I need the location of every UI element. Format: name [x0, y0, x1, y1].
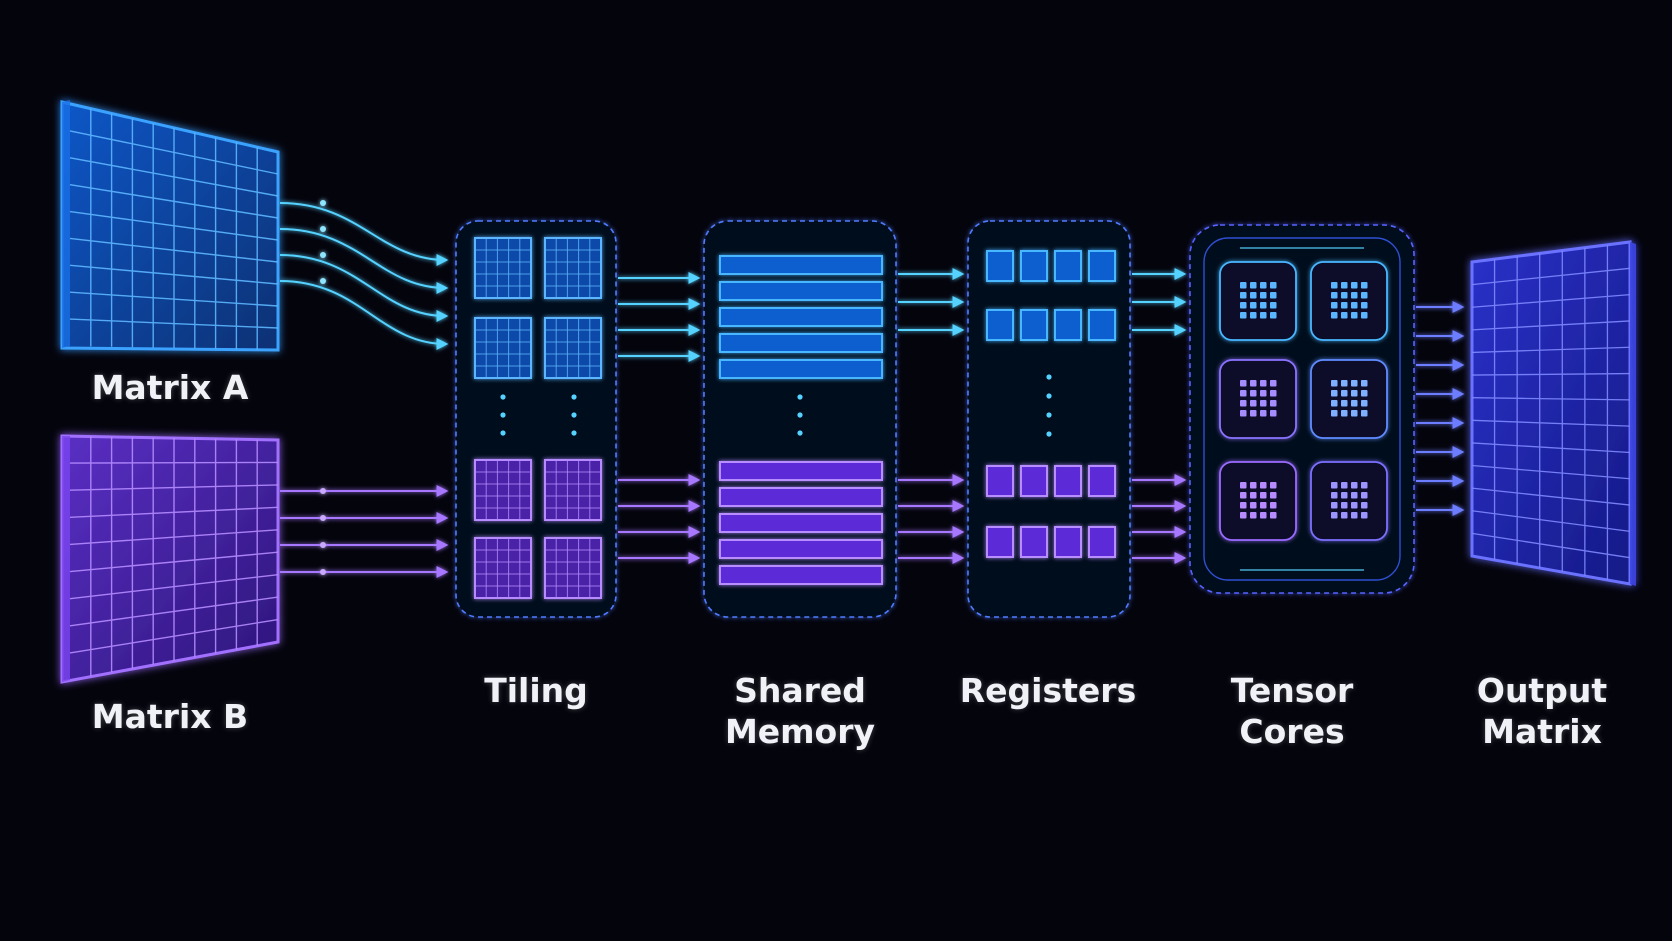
- output-matrix-label: Output Matrix: [1442, 670, 1642, 752]
- tile-blue: [474, 317, 532, 379]
- memory-bar-blue: [719, 307, 883, 327]
- memory-bar-purple: [719, 487, 883, 507]
- register-blue: [1088, 250, 1116, 282]
- output-matrix-label-line-1: Output: [1476, 671, 1608, 710]
- register-purple: [1088, 465, 1116, 497]
- tile-purple: [474, 537, 532, 599]
- tensor-cores-label: Tensor Cores: [1192, 670, 1392, 752]
- tensor-core-unit: [1219, 461, 1297, 541]
- register-purple: [1088, 526, 1116, 558]
- register-blue: [1054, 309, 1082, 341]
- tensor-cores-label-line-2: Cores: [1239, 712, 1345, 751]
- memory-bar-purple: [719, 565, 883, 585]
- tile-purple: [544, 459, 602, 521]
- tile-blue: [544, 317, 602, 379]
- registers-label: Registers: [948, 670, 1148, 711]
- register-blue: [1020, 250, 1048, 282]
- matrix-b-label: Matrix B: [60, 696, 280, 737]
- matrix-a-grid: [60, 100, 280, 352]
- memory-bar-blue: [719, 255, 883, 275]
- memory-bar-blue: [719, 333, 883, 353]
- tiling-label-text: Tiling: [484, 671, 588, 710]
- output-matrix-label-line-2: Matrix: [1482, 712, 1602, 751]
- register-blue: [1088, 309, 1116, 341]
- matrix-a-label: Matrix A: [60, 367, 280, 408]
- register-blue: [1020, 309, 1048, 341]
- tile-purple: [544, 537, 602, 599]
- registers-ellipsis-icon: [1046, 374, 1052, 437]
- tensor-core-unit: [1219, 261, 1297, 341]
- output-matrix-grid: [1470, 240, 1636, 586]
- shared-memory-label: Shared Memory: [700, 670, 900, 752]
- tensor-core-unit: [1310, 461, 1388, 541]
- tiling-label: Tiling: [436, 670, 636, 711]
- registers-panel: [967, 220, 1131, 618]
- shared-memory-label-line-1: Shared: [734, 671, 866, 710]
- memory-bar-blue: [719, 281, 883, 301]
- register-blue: [986, 250, 1014, 282]
- matrix-a-to-tiling-arrows: [279, 200, 449, 350]
- tensor-cores-label-line-1: Tensor: [1230, 671, 1354, 710]
- memory-bar-purple: [719, 513, 883, 533]
- tensor-core-unit: [1310, 261, 1388, 341]
- register-purple: [986, 526, 1014, 558]
- tiling-panel: [455, 220, 617, 618]
- tensor-cores-panel: [1189, 224, 1415, 594]
- register-purple: [1020, 465, 1048, 497]
- registers-label-text: Registers: [959, 671, 1137, 710]
- register-purple: [986, 465, 1014, 497]
- tensor-core-unit: [1310, 359, 1388, 439]
- register-purple: [1020, 526, 1048, 558]
- tile-blue: [544, 237, 602, 299]
- memory-bar-purple: [719, 539, 883, 559]
- tiling-ellipsis-icon: [500, 394, 577, 436]
- matrix-b-grid: [60, 434, 280, 684]
- shared-memory-panel: [703, 220, 897, 618]
- tensor-core-unit: [1219, 359, 1297, 439]
- shared-memory-ellipsis-icon: [797, 394, 803, 436]
- matrix-b-label-text: Matrix B: [91, 697, 249, 736]
- registers-to-tensor-cores-arrows: [1132, 268, 1187, 564]
- shared-memory-to-registers-arrows: [898, 268, 965, 564]
- register-purple: [1054, 465, 1082, 497]
- shared-memory-label-line-2: Memory: [724, 712, 876, 751]
- register-blue: [1054, 250, 1082, 282]
- register-blue: [986, 309, 1014, 341]
- tile-blue: [474, 237, 532, 299]
- tile-purple: [474, 459, 532, 521]
- memory-bar-blue: [719, 359, 883, 379]
- matrix-a-label-text: Matrix A: [91, 368, 249, 407]
- memory-bar-purple: [719, 461, 883, 481]
- tensor-cores-to-output-arrows: [1416, 301, 1465, 516]
- matrix-b-to-tiling-arrows: [280, 485, 449, 578]
- tiling-to-shared-memory-arrows: [618, 272, 701, 564]
- register-purple: [1054, 526, 1082, 558]
